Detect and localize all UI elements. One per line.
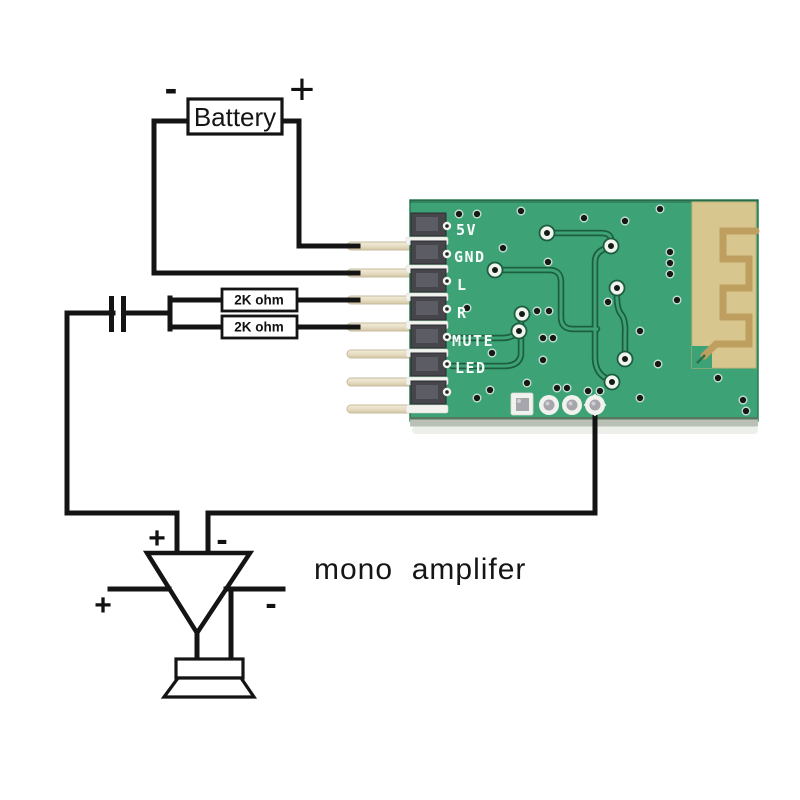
- pin-through-holes: [442, 221, 452, 397]
- speaker-cone: [160, 676, 258, 699]
- antenna-feed-trace: [696, 354, 706, 364]
- capacitor-split-wire: [122, 295, 225, 332]
- board-bottom-edge: [410, 419, 758, 427]
- pcb-pin-label-5v: 5V: [456, 221, 478, 239]
- pcb-pin-label-l: L: [457, 276, 468, 294]
- amplifier-caption: mono amplifer: [314, 553, 527, 586]
- pcb-pin-label-r: R: [457, 304, 468, 322]
- battery-minus-sign: -: [164, 68, 178, 110]
- circuit-wires: [64, 118, 598, 556]
- pcb-vias: [486, 224, 634, 391]
- amp-to-pcb-wire: [205, 406, 598, 556]
- amp-input-minus-sign: -: [216, 521, 228, 559]
- capacitor-to-amp-wire: [64, 310, 180, 556]
- speaker-magnet: [174, 657, 245, 680]
- battery-label: Battery: [193, 102, 277, 132]
- board-top-edge: [410, 200, 758, 203]
- pin-header-pads: [410, 212, 447, 405]
- battery-negative-wire: [151, 118, 361, 276]
- pcb-pin-label-gnd: GND: [454, 248, 486, 266]
- board-bottom-bevel: [410, 417, 758, 420]
- battery-box: [186, 97, 284, 136]
- bottom-pad-4: [583, 393, 607, 417]
- antenna-zigzag-trace: [700, 227, 760, 360]
- capacitor-symbol: [109, 296, 126, 332]
- resistor-top-box: [220, 287, 299, 313]
- amp-side-minus-sign: -: [265, 585, 277, 623]
- bluetooth-pcb-module: [405, 199, 760, 434]
- pcb-pin-label-led: LED: [455, 359, 487, 377]
- amp-triangle: [142, 550, 255, 638]
- battery-positive-wire: [279, 118, 361, 249]
- resistor-bottom-box: [220, 314, 299, 340]
- resistor-top-label: 2K ohm: [234, 292, 284, 308]
- battery-plus-sign: +: [289, 65, 315, 114]
- amplifier-symbol: [107, 550, 286, 699]
- board-shadow: [412, 426, 758, 434]
- pcb-holes: [454, 204, 751, 416]
- resistor-bottom-label: 2K ohm: [234, 319, 284, 335]
- amp-input-plus-sign: +: [148, 522, 166, 555]
- pcb-pin-label-mute: MUTE: [452, 332, 495, 350]
- amp-side-plus-sign: +: [94, 589, 112, 622]
- bottom-pads: [510, 392, 582, 416]
